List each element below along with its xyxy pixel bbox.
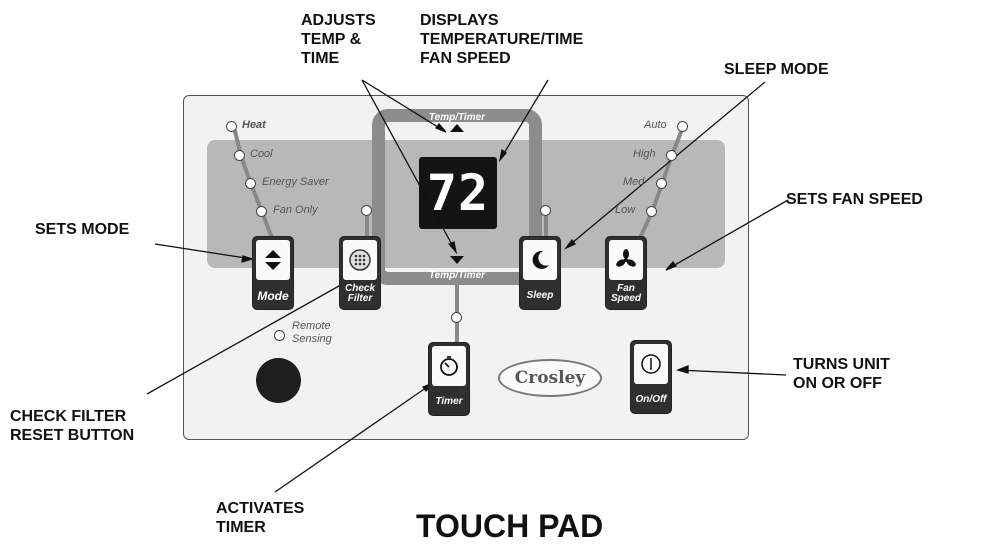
remote-sensing-led: [274, 330, 285, 341]
timer-led: [451, 312, 462, 323]
check-filter-button-label: Check Filter: [344, 283, 375, 304]
heat-led: [226, 121, 237, 132]
auto-led: [677, 121, 688, 132]
mode-heat-label: Heat: [242, 119, 266, 131]
fan-med-label: Med: [623, 176, 645, 188]
fan-auto-label: Auto: [644, 119, 667, 131]
callout-turns-on-off: TURNS UNIT ON OR OFF: [793, 356, 890, 392]
remote-sensing-label: Remote Sensing: [292, 320, 332, 345]
callout-sets-mode: SETS MODE: [35, 221, 130, 238]
diagram-title: TOUCH PAD: [416, 508, 604, 544]
low-led: [646, 206, 657, 217]
mode-button-label: Mode: [257, 289, 289, 303]
filter-dots-icon: [349, 249, 371, 271]
callout-activates-timer: ACTIVATES TIMER: [216, 500, 305, 536]
power-icon: [641, 354, 661, 374]
mode-fan-only-label: Fan Only: [273, 204, 318, 216]
fan-speed-button-label: Fan Speed: [610, 283, 641, 304]
cool-led: [234, 150, 245, 161]
sleep-button[interactable]: Sleep: [519, 236, 561, 310]
callout-check-filter: CHECK FILTER RESET BUTTON: [10, 408, 135, 444]
remote-sensor: [256, 358, 301, 403]
fan-only-led: [256, 206, 267, 217]
crosley-logo: Crosley: [498, 359, 602, 397]
fan-speed-button[interactable]: Fan Speed: [605, 236, 647, 310]
crescent-moon-icon: [532, 250, 549, 269]
timer-button-label: Timer: [435, 396, 463, 407]
down-arrow-icon: [450, 256, 464, 264]
sleep-led: [540, 205, 551, 216]
temperature-display: 72: [419, 157, 497, 229]
check-filter-button[interactable]: Check Filter: [339, 236, 381, 310]
on-off-button-label: On/Off: [635, 394, 667, 405]
check-filter-led: [361, 205, 372, 216]
fan-icon: [616, 249, 636, 267]
high-led: [666, 150, 677, 161]
display-value: 72: [426, 164, 490, 222]
stopwatch-icon: [440, 356, 458, 376]
mode-cool-label: Cool: [250, 148, 273, 160]
callout-adjusts: ADJUSTS TEMP & TIME: [301, 12, 376, 67]
on-off-button[interactable]: On/Off: [630, 340, 672, 414]
callout-displays: DISPLAYS TEMPERATURE/TIME FAN SPEED: [420, 12, 584, 67]
fan-low-label: Low: [615, 204, 636, 216]
up-arrow-icon: [450, 124, 464, 132]
up-down-arrows-icon: [265, 250, 281, 270]
temp-timer-label-bottom: Temp/Timer: [428, 270, 486, 281]
mode-button[interactable]: Mode: [252, 236, 294, 310]
callout-sleep-mode: SLEEP MODE: [724, 61, 829, 78]
med-led: [656, 178, 667, 189]
timer-button[interactable]: Timer: [428, 342, 470, 416]
callout-sets-fan-speed: SETS FAN SPEED: [786, 191, 923, 208]
energy-saver-led: [245, 178, 256, 189]
mode-energy-saver-label: Energy Saver: [262, 176, 329, 188]
brand-name: Crosley: [514, 368, 586, 388]
fan-high-label: High: [633, 148, 656, 160]
temp-timer-label-top: Temp/Timer: [428, 112, 486, 123]
sleep-button-label: Sleep: [526, 290, 554, 301]
